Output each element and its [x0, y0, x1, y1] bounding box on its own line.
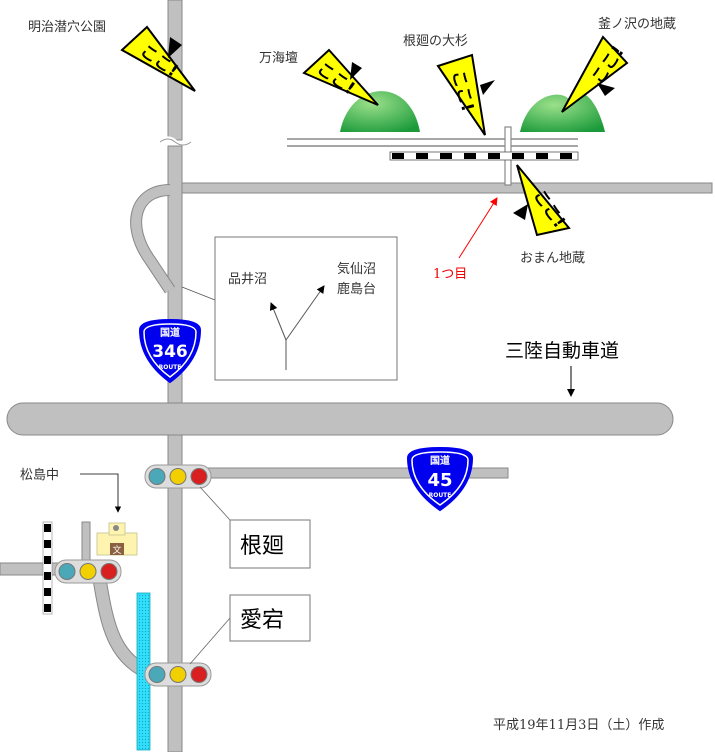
- signal-light-red: [190, 468, 208, 485]
- railway-north: [389, 151, 579, 161]
- label-matsushima-jh: 松島中: [20, 468, 59, 483]
- signal-light-blue: [148, 468, 166, 485]
- shield-route: ROUTE: [159, 364, 182, 371]
- label-first-turn: 1つ目: [433, 267, 467, 282]
- label-osugi: 根廻の大杉: [403, 34, 468, 49]
- route-45-shield: 国道 45 ROUTE: [406, 446, 474, 512]
- east-road: [181, 182, 713, 194]
- signal-light-blue: [148, 666, 166, 683]
- route-346-shield: 国道 346 ROUTE: [138, 318, 202, 384]
- signal-light-red: [190, 666, 208, 683]
- label-box-atago: [229, 594, 311, 642]
- label-oman: おまん地蔵: [520, 251, 585, 266]
- label-expressway: 三陸自動車道: [505, 340, 619, 362]
- label-nemawari: 根廻: [240, 534, 284, 559]
- shield-number: 45: [427, 470, 452, 491]
- hill-left: [340, 91, 420, 132]
- railway-west: [42, 521, 53, 615]
- sign-osugi: ここ!: [436, 53, 495, 136]
- shield-kanji: 国道: [430, 454, 450, 467]
- loop-road: [131, 185, 175, 293]
- sign-kamanosawa: ここ!: [561, 35, 629, 113]
- arrow-shinainuma: [269, 302, 287, 341]
- label-meiji: 明治潜穴公園: [28, 20, 106, 35]
- traffic-signal: [54, 559, 122, 584]
- label-kamanosawa: 釜ノ沢の地蔵: [598, 17, 676, 32]
- traffic-signal: [144, 464, 212, 489]
- signal-light-yellow: [169, 666, 187, 683]
- footer-date: 平成19年11月3日（土）作成: [493, 718, 664, 733]
- hill-right: [520, 93, 605, 132]
- first-turn-arrow: [458, 197, 498, 259]
- label-atago: 愛宕: [240, 608, 284, 633]
- signal-light-yellow: [169, 468, 187, 485]
- school-char: 文: [112, 544, 121, 556]
- school-arrow: [80, 473, 122, 513]
- label-kashimadai: 鹿島台: [337, 281, 376, 297]
- school-icon: 文: [96, 522, 138, 556]
- label-kesennuma: 気仙沼: [337, 261, 376, 277]
- label-box-nemawari: [229, 519, 311, 569]
- sign-meiji: ここ!: [120, 25, 196, 92]
- main-road: [167, 145, 183, 752]
- shield-route: ROUTE: [429, 492, 452, 499]
- arrow-kesennuma: [285, 285, 325, 341]
- shield-kanji: 国道: [160, 326, 180, 339]
- shield-number: 346: [152, 342, 188, 362]
- label-shinainuma: 品井沼: [228, 272, 267, 287]
- sign-oman: ここ!: [513, 164, 571, 237]
- direction-inset: 品井沼 気仙沼 鹿島台: [181, 236, 398, 381]
- label-mankaidan: 万海壇: [259, 50, 298, 66]
- signal-light-blue: [58, 563, 76, 580]
- signal-light-red: [100, 563, 118, 580]
- traffic-signal: [144, 662, 212, 687]
- signal-light-yellow: [79, 563, 97, 580]
- sign-mankaidan: ここ!: [302, 48, 379, 106]
- expressway-road: [6, 402, 674, 436]
